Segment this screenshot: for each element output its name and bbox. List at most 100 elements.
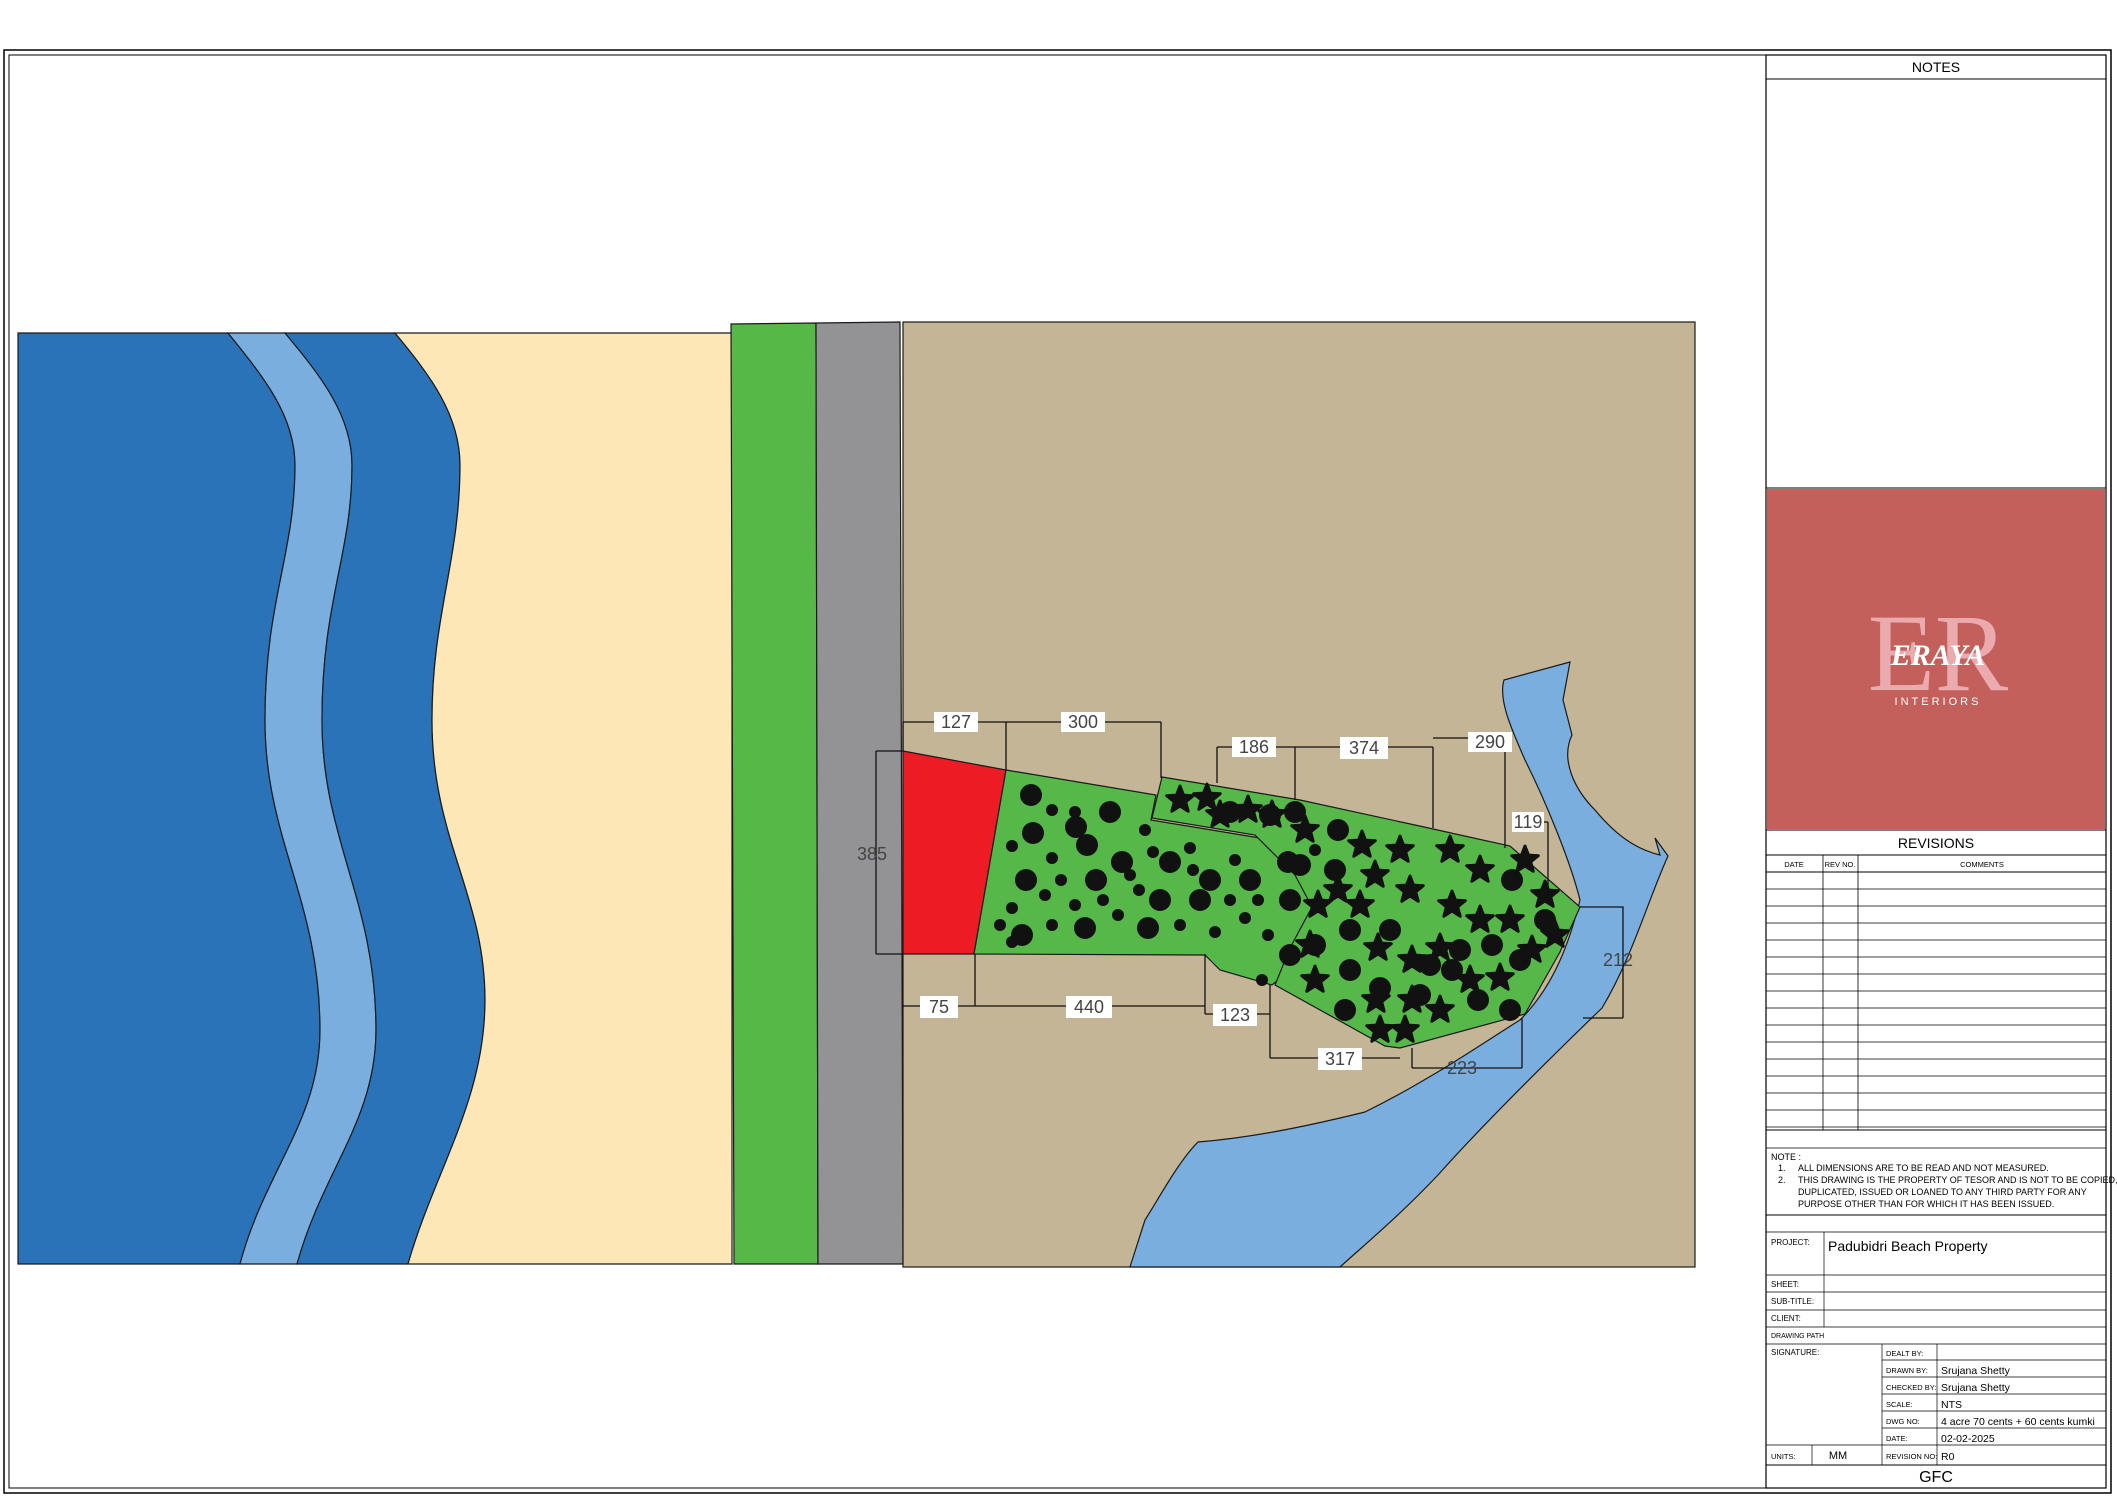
checked-by-label: CHECKED BY:: [1886, 1383, 1936, 1392]
sheet-label: SHEET:: [1771, 1280, 1799, 1289]
tree-round: [1224, 894, 1236, 906]
tree-round: [1252, 894, 1264, 906]
svg-text:127: 127: [941, 712, 971, 732]
tree-star: [1165, 784, 1195, 813]
tree-star: [1425, 932, 1455, 961]
tree-star: [1347, 829, 1377, 858]
green-strip: [730, 322, 819, 1265]
dimension-lines: [875, 721, 1624, 1069]
svg-text:119: 119: [1514, 812, 1543, 832]
tree-round: [1256, 974, 1268, 986]
tree-round: [1239, 869, 1261, 891]
tree-star: [1517, 934, 1547, 963]
drawing-path-label: DRAWING PATH: [1771, 1333, 1824, 1340]
tree-round: [1324, 859, 1346, 881]
notes-title: NOTES: [1912, 59, 1960, 75]
tree-round: [1334, 999, 1356, 1021]
dim-label: 119: [1512, 812, 1544, 832]
signature-label: SIGNATURE:: [1771, 1348, 1819, 1357]
tree-round: [1046, 804, 1058, 816]
tree-round: [1379, 919, 1401, 941]
dim-label: 123: [1213, 1004, 1257, 1026]
tree-star: [1365, 1014, 1395, 1043]
river: [1129, 661, 1669, 1268]
sheet-outer-border: [3, 49, 2112, 1494]
tree-star: [1455, 964, 1485, 993]
tree-round: [1006, 840, 1018, 852]
note-1-num: 1.: [1778, 1163, 1786, 1173]
tree-round: [1111, 851, 1133, 873]
svg-text:290: 290: [1475, 732, 1505, 752]
tree-round: [1112, 909, 1124, 921]
revision-no-label: REVISION NO:: [1886, 1452, 1937, 1461]
client-label: CLIENT:: [1771, 1314, 1801, 1323]
svg-text:186: 186: [1239, 737, 1269, 757]
tree-round: [1239, 912, 1251, 924]
title-block: [1765, 54, 2107, 1489]
tree-round: [1499, 999, 1521, 1021]
svg-text:300: 300: [1068, 712, 1098, 732]
dim-label: 212: [1603, 950, 1633, 970]
tree-round: [1069, 899, 1081, 911]
tree-star: [1345, 889, 1375, 918]
tree-star: [1300, 964, 1330, 993]
tree-round: [1006, 936, 1018, 948]
tree-star: [1485, 962, 1515, 991]
tree-star: [1257, 799, 1287, 828]
tree-round: [1039, 889, 1051, 901]
revisions-col-comments: COMMENTS: [1960, 860, 2004, 869]
tree-round: [1139, 824, 1151, 836]
tree-star: [1233, 794, 1263, 823]
tree-round: [1124, 869, 1136, 881]
svg-text:317: 317: [1325, 1049, 1355, 1069]
dim-label: 223: [1447, 1058, 1477, 1078]
subtitle-label: SUB-TITLE:: [1771, 1297, 1814, 1306]
tree-star: [1390, 1014, 1420, 1043]
tree-round: [1501, 869, 1523, 891]
date-value: 02-02-2025: [1941, 1433, 1995, 1445]
tree-star: [1540, 919, 1570, 948]
dim-label: 75: [920, 996, 958, 1018]
tree-round: [1137, 917, 1159, 939]
scale-value: NTS: [1941, 1399, 1962, 1411]
dwg-no-label: DWG NO:: [1886, 1417, 1920, 1426]
tree-round: [1147, 846, 1159, 858]
tree-round: [1467, 989, 1489, 1011]
tree-star: [1510, 844, 1540, 873]
tree-star: [1495, 904, 1525, 933]
note-2-num: 2.: [1778, 1175, 1786, 1185]
tree-round: [994, 919, 1006, 931]
tree-round: [1046, 919, 1058, 931]
tree-round: [1174, 919, 1186, 931]
tree-round: [1187, 864, 1199, 876]
tree-star: [1465, 854, 1495, 883]
dimension-labels: 127 300 186 374 290 119 385 75 440 123 3…: [857, 712, 1633, 1078]
tree-star: [1437, 889, 1467, 918]
svg-text:75: 75: [929, 997, 949, 1017]
tree-round: [1419, 954, 1441, 976]
dim-label: 127: [934, 712, 978, 732]
revision-no-value: R0: [1941, 1451, 1955, 1463]
tree-round: [1534, 909, 1556, 931]
tree-round: [1015, 869, 1037, 891]
tree-round: [1085, 869, 1107, 891]
revisions-col-date: DATE: [1784, 860, 1803, 869]
svg-text:123: 123: [1220, 1005, 1250, 1025]
trees-star: [1165, 782, 1570, 1043]
tree-star: [1192, 782, 1222, 811]
checked-by-value: Srujana Shetty: [1941, 1382, 2011, 1394]
note-2-text-3: PURPOSE OTHER THAN FOR WHICH IT HAS BEEN…: [1798, 1199, 2054, 1209]
dim-label: 374: [1340, 737, 1388, 759]
date-label: DATE:: [1886, 1434, 1908, 1443]
tree-round: [1099, 801, 1121, 823]
tree-star: [1360, 859, 1390, 888]
tree-round: [1069, 806, 1081, 818]
tree-round: [1189, 889, 1211, 911]
tree-round: [1076, 834, 1098, 856]
tree-round: [1279, 944, 1301, 966]
tree-round: [1309, 844, 1321, 856]
project-label: PROJECT:: [1771, 1238, 1810, 1247]
tree-round: [1209, 926, 1221, 938]
tree-round: [1284, 801, 1306, 823]
